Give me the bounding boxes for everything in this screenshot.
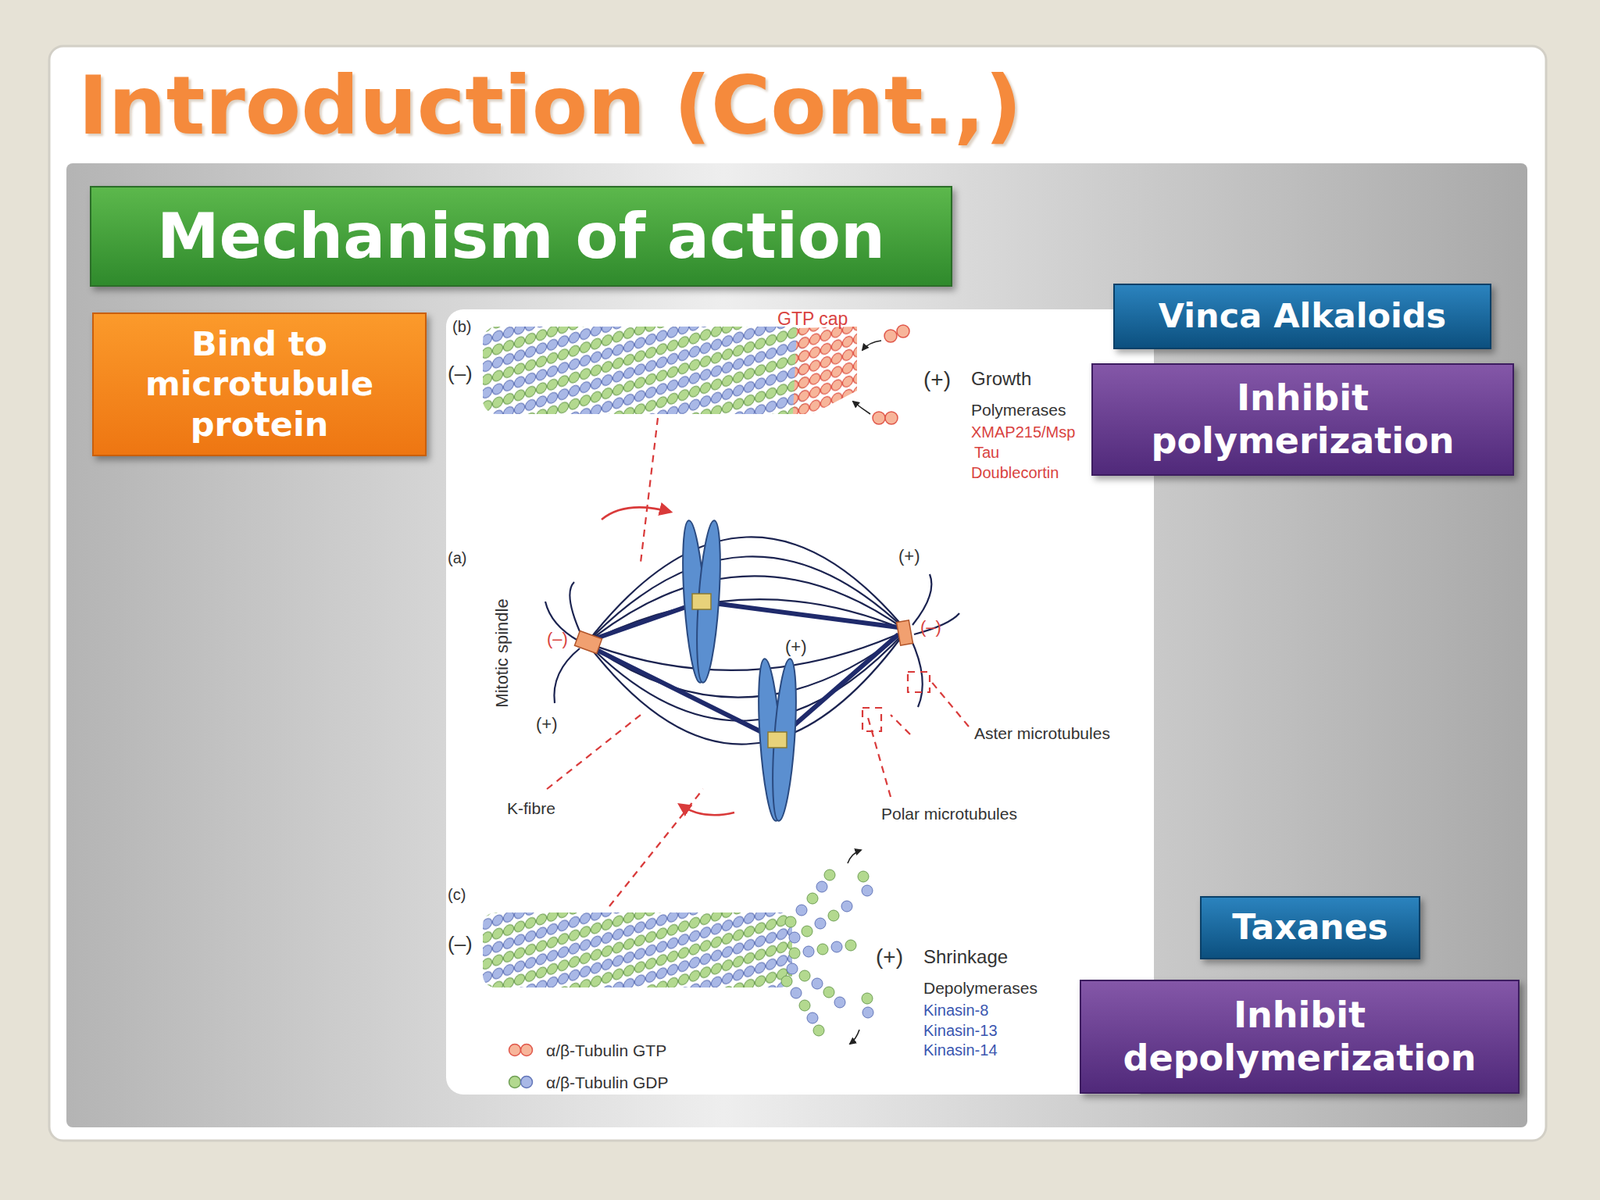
diagram-label: (–) [546,630,568,648]
diagram-label: XMAP215/Msp [971,424,1075,440]
box-text: Taxanes [1232,907,1388,949]
diagram-label: (+) [535,715,558,733]
diagram-label: Tau [974,444,1000,461]
diagram-label: Shrinkage [923,947,1008,967]
drug-class-box: Taxanes [1200,896,1421,960]
legend-sample [509,1044,533,1089]
diagram-label: Mitotic spindle [493,598,511,708]
diagram-label: GTP cap [777,310,848,329]
box-text: Bind to microtubule protein [104,324,415,446]
diagram-label: Aster microtubules [974,725,1111,742]
diagram-label: Polar microtubules [881,805,1018,822]
legend-text: α/β-Tubulin GTP [546,1042,667,1059]
diagram-label: (+) [875,946,904,968]
drug-class-box: Vinca Alkaloids [1113,283,1492,350]
diagram-label: Depolymerases [923,979,1038,997]
effect-box: Inhibit depolymerization [1079,979,1520,1094]
effect-box: Inhibit polymerization [1091,363,1515,476]
diagram-label: (c) [447,886,466,903]
box-text: Mechanism of action [157,199,886,275]
diagram-label: (b) [452,318,472,335]
diagram-label: Kinasin-14 [923,1042,998,1058]
slide-heading-box: Mechanism of action [89,185,953,287]
diagram-label: (+) [898,547,921,565]
diagram-label: K-fibre [507,800,556,817]
diagram-label: Polymerases [971,401,1066,418]
diagram-label: (+) [785,638,808,656]
diagram-label: Growth [971,369,1032,389]
diagram-label: (–) [447,363,473,384]
box-text: Inhibit polymerization [1103,376,1502,463]
box-text: Inhibit depolymerization [1092,993,1508,1080]
diagram-label: Kinasin-8 [923,1002,989,1018]
diagram-label: (–) [920,618,942,636]
slide-title: Introduction (Cont.,) [78,60,1022,150]
diagram-label: (+) [923,368,951,391]
legend-text: α/β-Tubulin GDP [546,1074,669,1091]
diagram-label: (a) [447,550,467,566]
diagram-label: Kinasin-13 [923,1022,998,1039]
diagram-label: (–) [447,933,473,954]
concept-box: Bind to microtubule protein [92,312,427,457]
diagram-label: Doublecortin [971,464,1059,481]
box-text: Vinca Alkaloids [1158,296,1447,337]
